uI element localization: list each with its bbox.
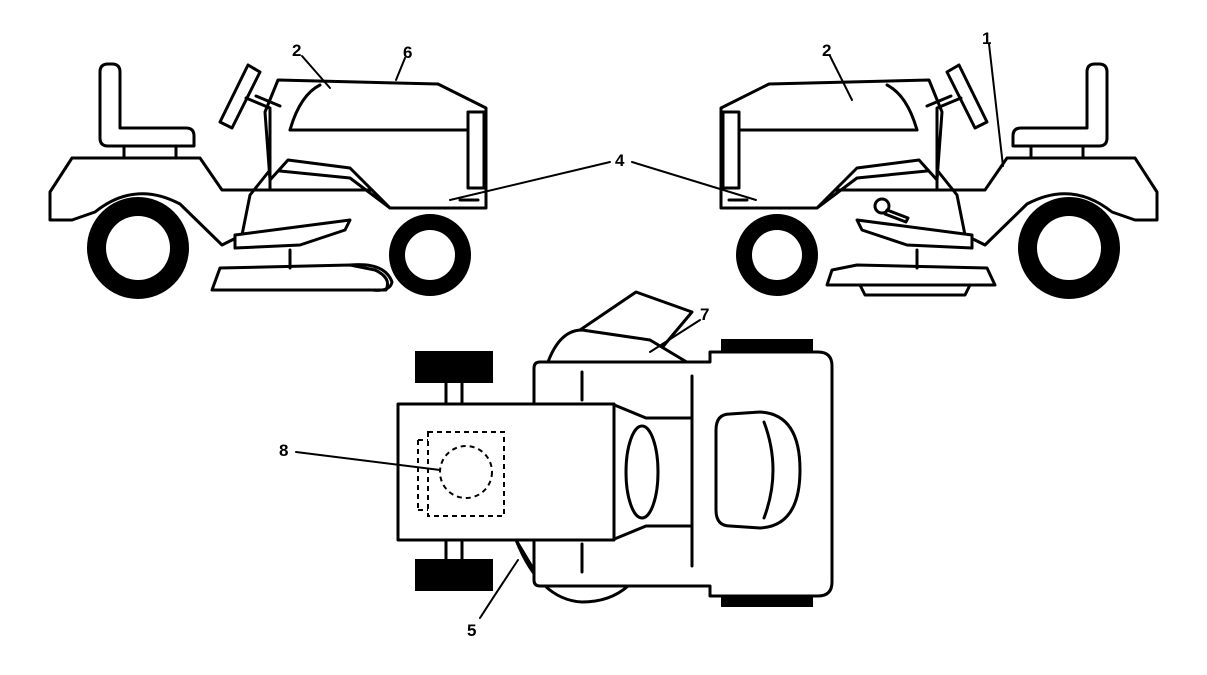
top-seat: [714, 410, 802, 530]
callout-frame: 4: [615, 151, 625, 170]
callout-deck-side: 5: [467, 621, 476, 640]
right-seat: [1011, 62, 1109, 160]
top-steering: [610, 402, 694, 542]
right-side-view: [719, 62, 1159, 299]
top-discharge-chute: [546, 290, 694, 366]
left-side-view: [48, 62, 488, 299]
top-front-tire-upper: [415, 351, 493, 383]
right-front-wheel: [736, 214, 818, 296]
callout-left-hood: 2: [292, 41, 301, 60]
top-hood: [396, 402, 616, 542]
callout-chute: 7: [700, 305, 709, 324]
right-mower-deck: [825, 248, 997, 297]
leader-lines: [295, 43, 1004, 619]
left-seat: [98, 62, 196, 160]
right-hood: [719, 78, 944, 210]
right-rear-wheel: [1018, 197, 1120, 299]
left-front-wheel: [389, 214, 471, 296]
left-mower-deck: [210, 248, 394, 292]
right-steering-wheel: [925, 63, 989, 192]
callout-left-top: 6: [403, 43, 412, 62]
left-rear-wheel: [87, 197, 189, 299]
top-rear-tire-upper: [721, 339, 813, 353]
right-frame: [855, 218, 974, 250]
callout-right-rear: 1: [982, 29, 991, 48]
right-lift-lever: [873, 197, 910, 224]
left-hood: [263, 78, 488, 210]
callout-right-hood: 2: [822, 41, 831, 60]
top-front-tire-lower: [415, 559, 493, 591]
callout-engine: 8: [279, 441, 288, 460]
callout-labels: 2 6 4 2 1 7 8 5: [279, 29, 991, 640]
left-steering-wheel: [218, 63, 282, 192]
left-frame: [233, 218, 352, 250]
top-view: [396, 290, 834, 607]
